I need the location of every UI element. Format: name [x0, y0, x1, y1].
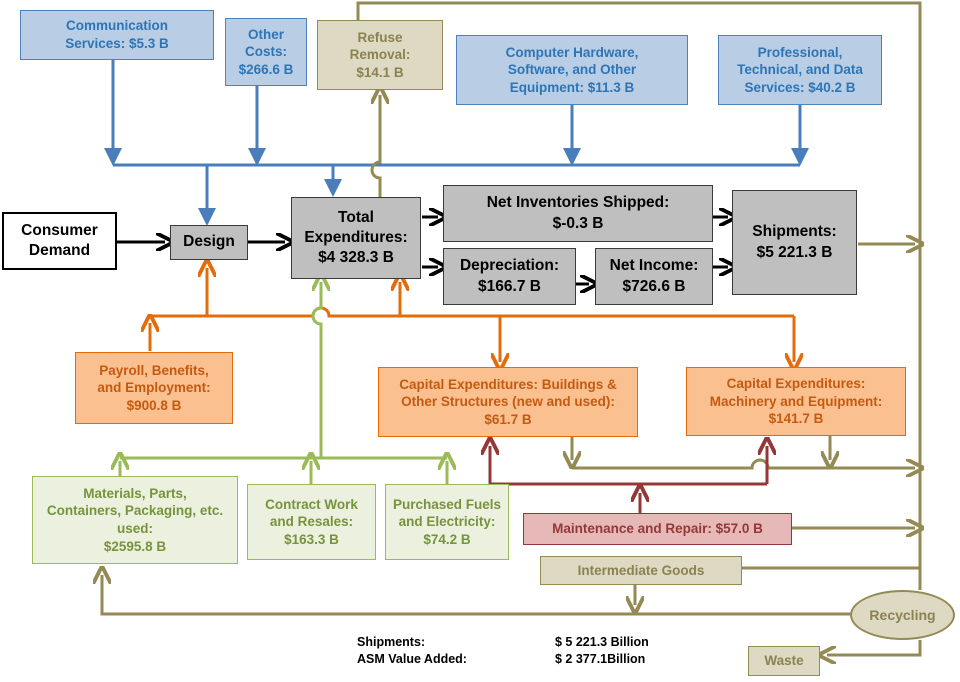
computer-hardware-box: Computer Hardware, Software, and Other E… — [456, 35, 688, 105]
professional-services-box: Professional, Technical, and Data Servic… — [718, 35, 882, 105]
other-costs-box: Other Costs: $266.6 B — [225, 18, 307, 86]
design-box: Design — [170, 225, 248, 260]
materials-box: Materials, Parts, Containers, Packaging,… — [32, 476, 238, 564]
summary-value-added-value: $ 2 377.1Billion — [555, 652, 646, 666]
summary-value-added-label: ASM Value Added: — [357, 652, 467, 666]
orange-bus-line — [150, 306, 794, 318]
recycling-loop-line — [356, 1, 922, 590]
intermediate-goods-box: Intermediate Goods — [540, 556, 742, 585]
capex-machinery-box: Capital Expenditures: Machinery and Equi… — [686, 367, 906, 436]
refuse-removal-box: Refuse Removal: $14.1 B — [317, 20, 443, 90]
total-expenditures-box: Total Expenditures: $4 328.3 B — [291, 197, 421, 279]
communication-services-box: Communication Services: $5.3 B — [20, 10, 214, 60]
depreciation-box: Depreciation: $166.7 B — [443, 248, 576, 305]
contract-work-box: Contract Work and Resales: $163.3 B — [247, 484, 376, 560]
recycling-ellipse: Recycling — [850, 590, 955, 640]
maintenance-repair-box: Maintenance and Repair: $57.0 B — [523, 513, 792, 545]
consumer-demand-box: Consumer Demand — [2, 212, 117, 270]
net-income-box: Net Income: $726.6 B — [595, 248, 713, 305]
summary-shipments-value: $ 5 221.3 Billion — [555, 635, 649, 649]
capex-buildings-box: Capital Expenditures: Buildings & Other … — [378, 367, 638, 437]
shipments-box: Shipments: $5 221.3 B — [732, 190, 857, 295]
waste-box: Waste — [748, 646, 820, 676]
net-inventories-box: Net Inventories Shipped: $-0.3 B — [443, 185, 713, 242]
summary-shipments-label: Shipments: — [357, 635, 426, 649]
payroll-box: Payroll, Benefits, and Employment: $900.… — [75, 352, 233, 424]
purchased-fuels-box: Purchased Fuels and Electricity: $74.2 B — [385, 484, 509, 560]
